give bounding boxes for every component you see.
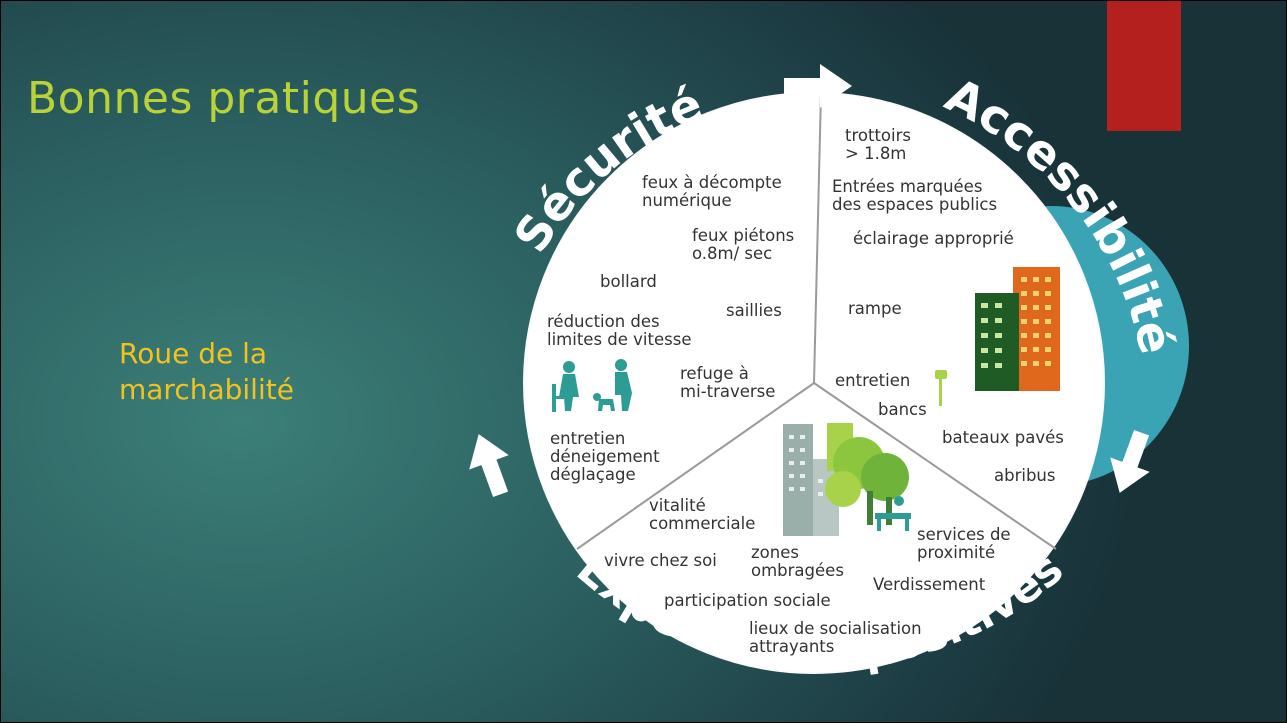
item-bancs: bancs: [878, 400, 927, 419]
item-entretien-securite: entretien déneigement déglaçage: [550, 429, 665, 484]
park-with-trees-and-bench-icon: [783, 423, 911, 536]
pedestrians-with-walker-and-dog-icon: [552, 359, 632, 412]
item-saillies: saillies: [726, 301, 782, 320]
item-participation-sociale: participation sociale: [664, 591, 831, 610]
item-bollard: bollard: [600, 272, 657, 291]
item-abribus: abribus: [994, 466, 1055, 485]
slide-subtitle: Roue de la marchabilité: [119, 336, 294, 408]
item-services-proximite: services de proximité: [917, 525, 1016, 562]
arrow-icon: [784, 64, 852, 108]
item-feux-decompte: feux à décompte numérique: [642, 173, 787, 210]
item-bateaux-paves: bateaux pavés: [942, 428, 1064, 447]
item-refuge: refuge à mi-traverse: [680, 364, 775, 401]
slide-title: Bonnes pratiques: [27, 73, 421, 124]
wheel-divider: [813, 92, 822, 384]
item-entretien-accessibilite: entretien: [835, 371, 910, 390]
item-rampe: rampe: [848, 299, 902, 318]
item-trottoirs: trottoirs > 1.8m: [845, 126, 916, 163]
item-vivre-chez-soi: vivre chez soi: [604, 551, 717, 570]
buildings-icon: [975, 267, 1060, 391]
item-entrees-marquees: Entrées marquées des espaces publics: [832, 177, 997, 214]
wheel-divider: [813, 382, 1057, 550]
subtitle-line: Roue de la: [119, 337, 268, 370]
subtitle-line: marchabilité: [119, 373, 294, 406]
item-verdissement: Verdissement: [873, 575, 986, 594]
arrow-icon: [1110, 429, 1150, 493]
accent-bar: [1107, 1, 1181, 131]
item-feux-pietons: feux piétons o.8m/ sec: [692, 226, 800, 263]
wheel-divider: [576, 382, 815, 550]
item-zones-ombragees: zones ombragées: [751, 543, 844, 580]
item-lieux-socialisation: lieux de socialisation attrayants: [749, 619, 927, 656]
item-vitalite: vitalité commerciale: [649, 496, 755, 533]
arrow-icon: [469, 434, 509, 498]
street-lamp-icon: [935, 370, 947, 406]
item-reduction-vitesse: réduction des limites de vitesse: [547, 312, 691, 349]
item-eclairage: éclairage approprié: [853, 229, 1014, 248]
